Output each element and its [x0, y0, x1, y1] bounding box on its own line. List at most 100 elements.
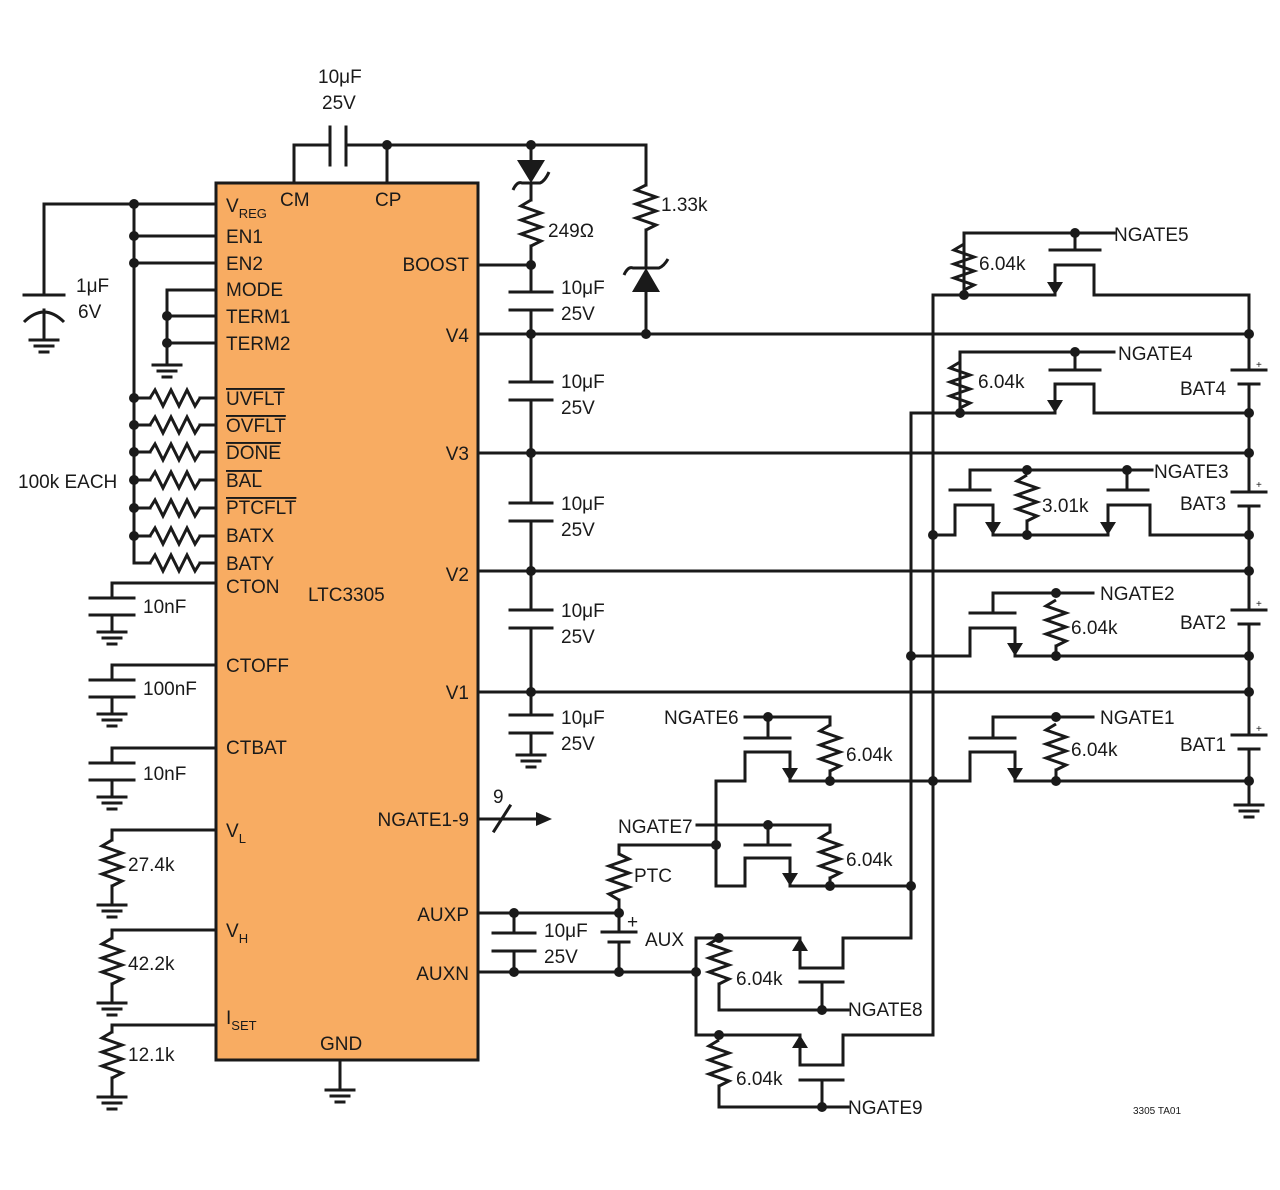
aux-cap-voltage: 25V [544, 947, 578, 968]
pin-cm: CM [280, 190, 310, 211]
pin-iset: ISET [226, 1008, 257, 1033]
battery-stack [1230, 293, 1268, 819]
fet-ngate1 [931, 712, 1251, 786]
ngate9-label: NGATE9 [848, 1098, 923, 1119]
rails [476, 329, 1251, 697]
vreg-cap-voltage: 6V [78, 302, 102, 323]
vh-resistor-value: 42.2k [128, 954, 175, 975]
pin-uvflt: UVFLT [226, 389, 285, 410]
bat2-plus: + [1256, 599, 1262, 610]
bat3-plus: + [1256, 480, 1262, 491]
pin-ctbat: CTBAT [226, 738, 287, 759]
cap-v1-gnd [508, 713, 554, 769]
pin-ctoff: CTOFF [226, 656, 289, 677]
ngate8-label: NGATE8 [848, 1000, 923, 1021]
fet-ngate3 [931, 465, 1251, 540]
pump-cap-voltage: 25V [322, 93, 356, 114]
pin-bal: BAL [226, 471, 262, 492]
aux-cap-value: 10μF [544, 921, 588, 942]
aux-battery-label: AUX [645, 930, 684, 951]
bus-count: 9 [493, 787, 504, 808]
zener-branch [622, 183, 670, 339]
pump-capacitor [292, 125, 648, 187]
boost-diode [511, 140, 551, 294]
cap-v4-v3 [508, 370, 554, 505]
ngate2-label: NGATE2 [1100, 584, 1175, 605]
bat1-label: BAT1 [1180, 735, 1226, 756]
ngate6-label: NGATE6 [664, 708, 739, 729]
cap-v3v2-voltage: 25V [561, 520, 595, 541]
ic-body [214, 181, 480, 1062]
fet-ngate6 [714, 712, 935, 847]
cton-cap-value: 10nF [143, 597, 186, 618]
ngate-bus [476, 803, 552, 834]
ngate4-label: NGATE4 [1118, 344, 1193, 365]
cap-v4v3-value: 10μF [561, 372, 605, 393]
pin-ovflt: OVFLT [226, 416, 286, 437]
ngate5-resistor: 6.04k [979, 254, 1026, 275]
bat4-plus: + [1256, 360, 1262, 371]
pin-cton: CTON [226, 577, 279, 598]
cap-v2-v1 [508, 608, 554, 717]
cap-v2v1-value: 10μF [561, 601, 605, 622]
fet-ngate8 [691, 933, 913, 1015]
pin-vh: VH [226, 921, 248, 946]
figure-id: 3305 TA01 [1133, 1106, 1181, 1117]
boost-cap-voltage: 25V [561, 304, 595, 325]
cap-v1gnd-value: 10μF [561, 708, 605, 729]
pin-v4: V4 [446, 326, 470, 347]
boost-capacitor [508, 290, 554, 374]
pump-cap-value: 10μF [318, 67, 362, 88]
aux-section [476, 843, 718, 977]
iset-resistor-value: 12.1k [128, 1045, 175, 1066]
pin-mode: MODE [226, 280, 283, 301]
pin-v3: V3 [446, 444, 469, 465]
pin-ngate: NGATE1-9 [377, 810, 469, 831]
ngate7-label: NGATE7 [618, 817, 693, 838]
pin-batx: BATX [226, 526, 275, 547]
cap-v1gnd-voltage: 25V [561, 734, 595, 755]
pin-term2: TERM2 [226, 334, 290, 355]
cap-v4v3-voltage: 25V [561, 398, 595, 419]
bat3-label: BAT3 [1180, 494, 1226, 515]
ptc-label: PTC [634, 866, 672, 887]
pullup-note: 100k EACH [18, 472, 117, 493]
fet-ngate9 [694, 970, 935, 1112]
ngate6-resistor: 6.04k [846, 745, 893, 766]
pin-baty: BATY [226, 554, 275, 575]
bat1-plus: + [1256, 724, 1262, 735]
pullup-resistors [129, 386, 218, 575]
pin-auxp: AUXP [417, 905, 469, 926]
fet-ngate4 [945, 347, 1116, 418]
ic-name: LTC3305 [308, 585, 385, 606]
fet-ngate2 [909, 588, 1251, 661]
pin-cp: CP [375, 190, 401, 211]
fet-ngate7 [695, 820, 913, 891]
pin-v1: V1 [446, 683, 469, 704]
vl-resistor-value: 27.4k [128, 855, 175, 876]
ngate5-label: NGATE5 [1114, 225, 1189, 246]
ngate9-resistor: 6.04k [736, 1069, 783, 1090]
vreg-network [22, 199, 218, 565]
vreg-cap-value: 1μF [76, 276, 109, 297]
ngate3-resistor: 3.01k [1042, 496, 1089, 517]
pin-vl: VL [226, 821, 246, 846]
pin-v2: V2 [446, 565, 469, 586]
pin-vreg: VREG [226, 196, 267, 221]
pin-en2: EN2 [226, 254, 263, 275]
ngate1-resistor: 6.04k [1071, 740, 1118, 761]
cap-v2v1-voltage: 25V [561, 627, 595, 648]
ctoff-cap-value: 100nF [143, 679, 197, 700]
bat4-label: BAT4 [1180, 379, 1227, 400]
pin-auxn: AUXN [416, 964, 469, 985]
bat2-label: BAT2 [1180, 613, 1226, 634]
pin-done: DONE [226, 443, 281, 464]
timing-capacitors [88, 581, 218, 811]
cap-v3v2-value: 10μF [561, 494, 605, 515]
ngate7-resistor: 6.04k [846, 850, 893, 871]
threshold-resistors [96, 828, 218, 1111]
boost-cap-value: 10μF [561, 278, 605, 299]
boost-resistor-value: 249Ω [548, 221, 594, 242]
ngate2-resistor: 6.04k [1071, 618, 1118, 639]
